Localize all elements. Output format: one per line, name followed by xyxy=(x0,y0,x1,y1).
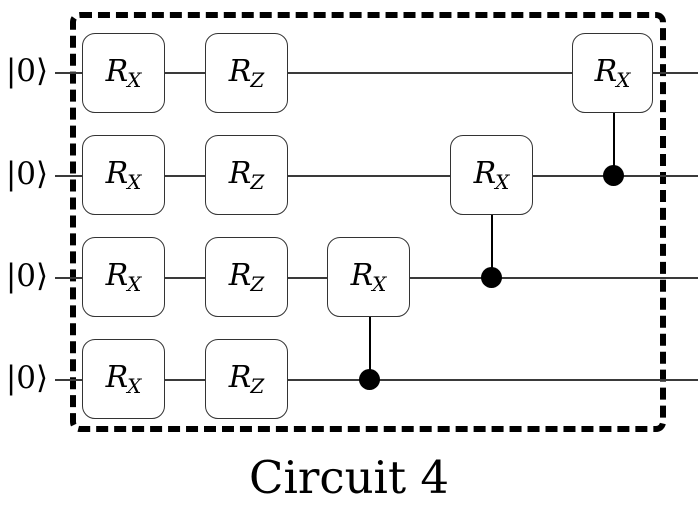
ket-label-qubit-2: |0⟩ xyxy=(5,258,49,294)
gate-rx-q1-c3[interactable]: RX xyxy=(450,135,533,215)
ket-label-qubit-1: |0⟩ xyxy=(5,156,49,192)
gate-subscript: X xyxy=(127,169,142,194)
figure-caption: Circuit 4 xyxy=(249,451,449,504)
gate-label: RZ xyxy=(228,53,265,92)
gate-label: RX xyxy=(594,53,631,92)
gate-subscript: X xyxy=(127,373,142,398)
gate-rz-q3-c1[interactable]: RZ xyxy=(205,339,288,419)
gate-rx-q3-c0[interactable]: RX xyxy=(82,339,165,419)
gate-subscript: Z xyxy=(250,373,265,398)
gate-rx-q0-c0[interactable]: RX xyxy=(82,33,165,113)
gate-subscript: Z xyxy=(250,67,265,92)
gate-label: RX xyxy=(105,53,142,92)
control-line-q1-q0 xyxy=(613,113,615,175)
circuit-group-box xyxy=(70,12,666,432)
gate-subscript: X xyxy=(127,67,142,92)
gate-subscript: X xyxy=(127,271,142,296)
gate-rz-q1-c1[interactable]: RZ xyxy=(205,135,288,215)
gate-label: RX xyxy=(473,155,510,194)
gate-rx-q2-c2[interactable]: RX xyxy=(327,237,410,317)
control-dot-q1-c4[interactable] xyxy=(603,165,624,186)
gate-label: RX xyxy=(105,155,142,194)
qubit-wire-0 xyxy=(55,72,698,74)
gate-label: RZ xyxy=(228,155,265,194)
gate-rz-q2-c1[interactable]: RZ xyxy=(205,237,288,317)
gate-rx-q1-c0[interactable]: RX xyxy=(82,135,165,215)
gate-label: RX xyxy=(105,257,142,296)
gate-label: RX xyxy=(105,359,142,398)
control-dot-q2-c3[interactable] xyxy=(481,267,502,288)
gate-subscript: Z xyxy=(250,271,265,296)
gate-label: RZ xyxy=(228,257,265,296)
ket-label-qubit-0: |0⟩ xyxy=(5,53,49,89)
gate-subscript: X xyxy=(616,67,631,92)
gate-label: RX xyxy=(350,257,387,296)
control-line-q3-q2 xyxy=(369,317,371,379)
control-line-q2-q1 xyxy=(491,215,493,277)
gate-subscript: X xyxy=(495,169,510,194)
gate-subscript: Z xyxy=(250,169,265,194)
gate-rx-q2-c0[interactable]: RX xyxy=(82,237,165,317)
qubit-wire-1 xyxy=(55,175,698,177)
ket-label-qubit-3: |0⟩ xyxy=(5,360,49,396)
gate-rx-q0-c4[interactable]: RX xyxy=(572,33,653,113)
gate-label: RZ xyxy=(228,359,265,398)
gate-subscript: X xyxy=(372,271,387,296)
gate-rz-q0-c1[interactable]: RZ xyxy=(205,33,288,113)
control-dot-q3-c2[interactable] xyxy=(359,369,380,390)
